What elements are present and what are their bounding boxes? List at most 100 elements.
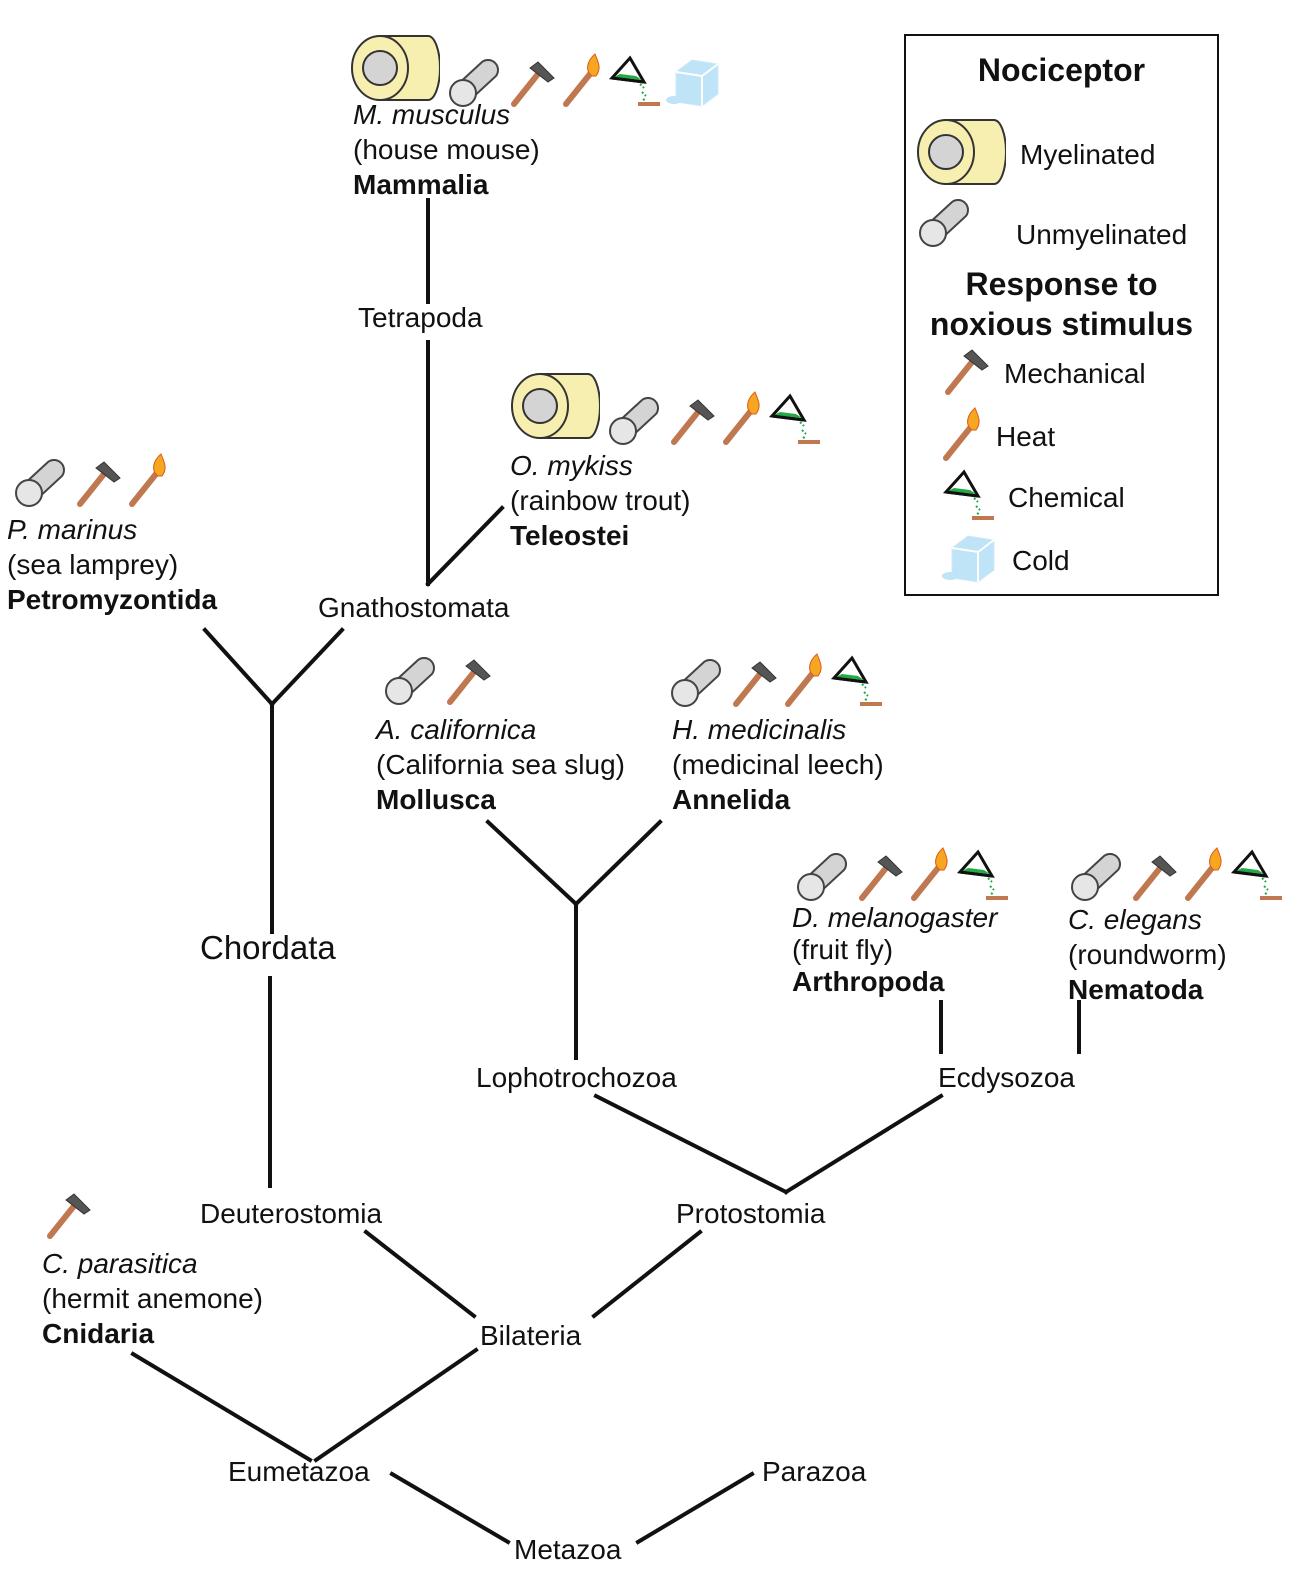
common-name: (hermit anemone) (42, 1283, 263, 1314)
legend: Nociceptor Myelinated Unmyelinated Respo… (904, 34, 1219, 596)
branch-cnidaria (130, 1351, 313, 1463)
legend-title-response-line2: noxious stimulus (929, 306, 1194, 342)
flame-icon (562, 52, 602, 108)
common-name: (rainbow trout) (510, 485, 691, 516)
unmyelinated-nerve-icon (12, 456, 68, 508)
species-roundworm: C. elegans (roundworm) Nematoda (1068, 902, 1227, 1007)
hammer-icon (668, 396, 716, 446)
taxon-name: Annelida (672, 784, 791, 815)
branch-lophotrochozoa (593, 1093, 789, 1195)
taxon-name: Teleostei (510, 520, 630, 551)
flask-icon (768, 392, 820, 446)
branch-parazoa (635, 1471, 755, 1545)
hammer-icon (942, 346, 990, 401)
node-gnathostomata: Gnathostomata (318, 592, 510, 623)
common-name: (sea lamprey) (7, 549, 179, 580)
legend-title-response: Response to noxious stimulus (906, 264, 1217, 344)
flame-icon (942, 406, 982, 467)
myelinated-nerve-icon (916, 112, 1007, 197)
flame-icon (910, 846, 950, 902)
node-ecdysozoa: Ecdysozoa (938, 1062, 1075, 1093)
unmyelinated-nerve-icon (668, 656, 724, 708)
branch-teleostei (425, 505, 505, 587)
icons-fruit-fly (794, 846, 1008, 902)
taxon-name: Mammalia (353, 169, 489, 200)
flask-icon (608, 54, 660, 108)
hammer-icon (44, 1190, 92, 1240)
unmyelinated-nerve-icon (794, 850, 850, 902)
branch-bilateria (313, 1347, 479, 1463)
branch-petromyzontida (202, 627, 275, 707)
icons-leech (668, 652, 882, 708)
species-name: M. musculus (353, 99, 511, 130)
ice-cube-icon (942, 532, 998, 589)
common-name: (California sea slug) (376, 749, 625, 780)
flask-icon (942, 468, 994, 527)
hammer-icon (1130, 852, 1178, 902)
icons-lamprey (12, 452, 168, 508)
flame-icon (1184, 846, 1224, 902)
unmyelinated-nerve-icon (916, 196, 972, 253)
species-fruit-fly: D. melanogaster (fruit fly) Arthropoda (792, 902, 997, 998)
flame-icon (722, 390, 762, 446)
node-tetrapoda: Tetrapoda (358, 302, 483, 333)
unmyelinated-nerve-icon (446, 56, 502, 108)
unmyelinated-nerve-icon (1068, 850, 1124, 902)
node-metazoa: Metazoa (514, 1534, 622, 1565)
node-lophotrochozoa: Lophotrochozoa (476, 1062, 677, 1093)
species-trout: O. mykiss (rainbow trout) Teleostei (510, 448, 691, 553)
branch-protostomia (591, 1229, 703, 1319)
node-chordata: Chordata (200, 929, 336, 966)
unmyelinated-nerve-icon (606, 394, 662, 446)
hammer-icon (730, 658, 778, 708)
flask-icon (1230, 848, 1282, 902)
node-deuterostomia: Deuterostomia (200, 1198, 383, 1229)
legend-chemical-label: Chemical (1008, 481, 1125, 513)
legend-heat: Heat (942, 406, 1055, 467)
taxon-name: Mollusca (376, 784, 496, 815)
species-lamprey: P. marinus (sea lamprey) Petromyzontida (7, 512, 217, 617)
legend-unmyelinated: Unmyelinated (916, 196, 1187, 253)
common-name: (fruit fly) (792, 934, 894, 965)
species-name: C. parasitica (42, 1248, 198, 1279)
hammer-icon (74, 458, 122, 508)
legend-unmyelinated-label: Unmyelinated (1016, 218, 1188, 250)
branch-eumetazoa (389, 1471, 511, 1545)
species-name: H. medicinalis (672, 714, 847, 745)
unmyelinated-nerve-icon (382, 654, 438, 706)
ice-cube-icon (666, 56, 722, 108)
species-name: D. melanogaster (792, 902, 998, 933)
species-name: O. mykiss (510, 450, 633, 481)
common-name: (house mouse) (353, 134, 540, 165)
taxon-name: Arthropoda (792, 966, 945, 997)
legend-heat-label: Heat (996, 420, 1056, 452)
hammer-icon (856, 852, 904, 902)
species-name: C. elegans (1068, 904, 1202, 935)
hammer-icon (444, 656, 492, 706)
legend-chemical: Chemical (942, 468, 1125, 527)
flame-icon (128, 452, 168, 508)
hammer-icon (508, 58, 556, 108)
branch-gnathostomata (269, 627, 345, 707)
branch-mollusca (485, 819, 579, 907)
legend-title-response-line1: Response to (965, 266, 1158, 302)
species-hermit-anemone: C. parasitica (hermit anemone) Cnidaria (42, 1246, 263, 1351)
icons-sea-slug (382, 654, 492, 706)
flame-icon (784, 652, 824, 708)
legend-cold: Cold (942, 532, 1070, 589)
legend-title-nociceptor: Nociceptor (977, 52, 1146, 88)
taxon-name: Nematoda (1068, 974, 1204, 1005)
legend-myelinated: Myelinated (916, 112, 1155, 197)
node-bilateria: Bilateria (480, 1320, 582, 1351)
species-mouse: M. musculus (house mouse) Mammalia (353, 97, 540, 202)
branch-deuterostomia (363, 1229, 477, 1319)
species-name: P. marinus (7, 514, 138, 545)
species-sea-slug: A. californica (California sea slug) Mol… (376, 712, 625, 817)
node-eumetazoa: Eumetazoa (228, 1456, 370, 1487)
flask-icon (830, 654, 882, 708)
species-leech: H. medicinalis (medicinal leech) Annelid… (672, 712, 884, 817)
common-name: (roundworm) (1068, 939, 1227, 970)
myelinated-nerve-icon (350, 28, 440, 108)
icons-mouse (350, 28, 722, 108)
